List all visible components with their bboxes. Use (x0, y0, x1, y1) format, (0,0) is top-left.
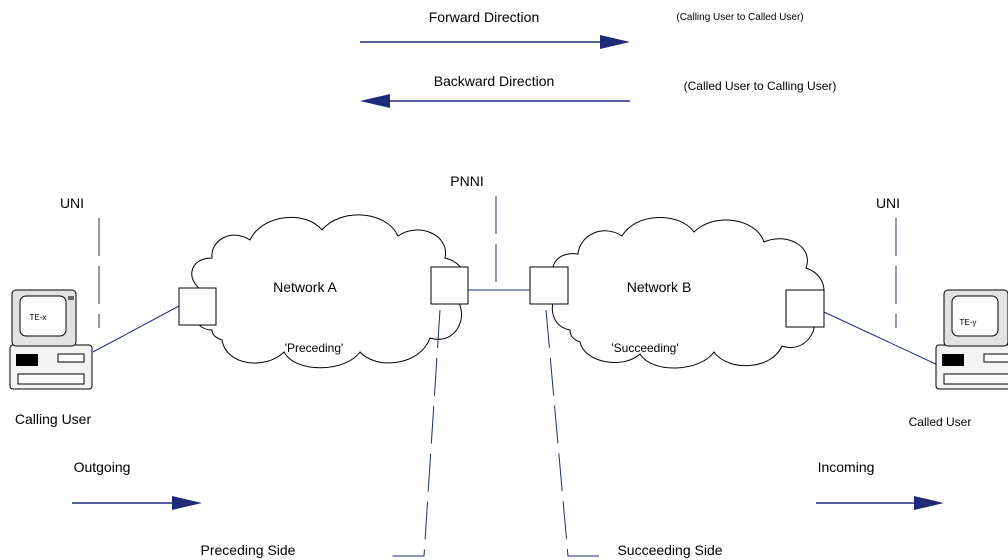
forward-direction-note: (Calling User to Called User) (676, 12, 803, 23)
computer-icon-right: TE-y (935, 289, 1008, 390)
computer-drive-right (983, 353, 1008, 363)
network-b-cloud-shape (551, 217, 825, 369)
backward-direction-note: (Called User to Calling User) (684, 79, 837, 93)
computer-drive-left (57, 353, 85, 363)
uni-label-left: UNI (60, 195, 84, 211)
screen-left (19, 295, 67, 337)
screen-label-left: TE-x (30, 313, 47, 322)
computer-slot-left (17, 373, 85, 385)
backward-arrow-head (360, 94, 390, 108)
preceding-side-marker (390, 309, 441, 557)
node-b-border (529, 266, 569, 305)
uni-link-left (92, 305, 180, 353)
pnni-label: PNNI (450, 173, 483, 189)
backward-direction-label: Backward Direction (434, 73, 555, 89)
monitor-button-left (68, 296, 74, 300)
screen-right (951, 295, 999, 337)
network-b-cloud: Network B 'Succeeding' (551, 217, 825, 369)
screen-label-right: TE-y (960, 318, 977, 327)
network-a-name: Network A (273, 279, 337, 295)
succeeding-side-marker (545, 309, 604, 557)
calling-user-label: Calling User (15, 411, 92, 427)
uni-link-right (823, 311, 941, 367)
network-b-name: Network B (627, 279, 692, 295)
network-a-role: 'Preceding' (285, 341, 344, 355)
forward-direction-label: Forward Direction (429, 9, 539, 25)
backward-direction: Backward Direction (Called User to Calli… (360, 73, 836, 108)
computer-slot-right (943, 373, 1008, 385)
computer-icon-left: TE-x (9, 289, 93, 390)
incoming-label: Incoming (818, 459, 875, 475)
called-user-label: Called User (909, 415, 972, 429)
node-a-access (178, 287, 217, 326)
computer-panel-left (16, 354, 38, 366)
forward-direction: Forward Direction (Calling User to Calle… (360, 9, 804, 49)
preceding-side-label: Preceding Side (201, 542, 296, 558)
network-a-cloud-shape (191, 214, 466, 369)
incoming-arrow-head (914, 496, 944, 510)
outgoing-arrow-head (172, 496, 202, 510)
node-b-access (785, 289, 825, 328)
computer-panel-right (942, 354, 964, 366)
outgoing-label: Outgoing (74, 459, 131, 475)
forward-arrow-head (600, 35, 630, 49)
uni-label-right: UNI (876, 195, 900, 211)
succeeding-side-label: Succeeding Side (617, 542, 722, 558)
node-a-border (430, 266, 469, 305)
network-b-role: 'Succeeding' (611, 341, 678, 355)
network-a-cloud: Network A 'Preceding' (191, 214, 466, 369)
